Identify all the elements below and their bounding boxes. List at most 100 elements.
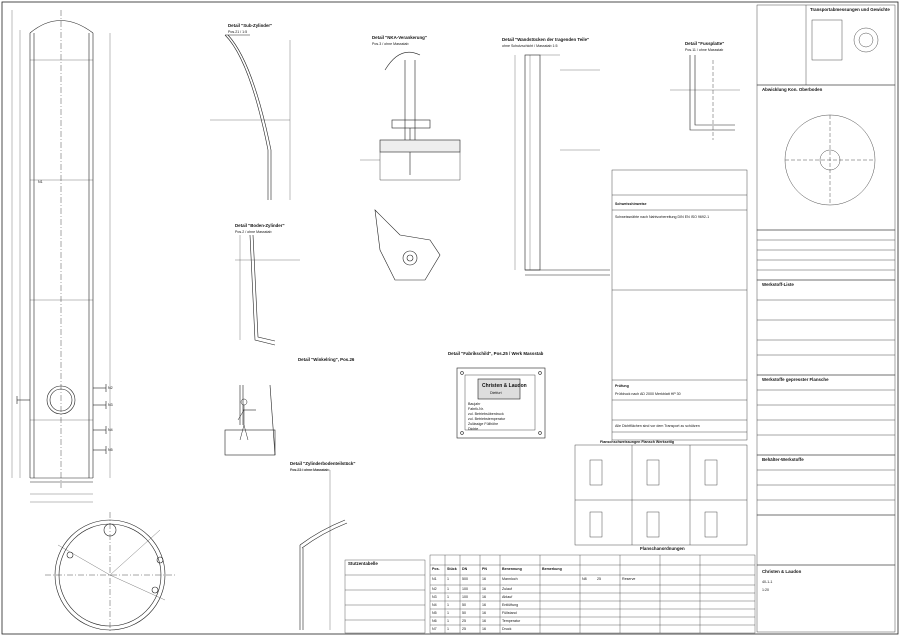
table-row: Druck <box>502 627 512 631</box>
flange-details <box>574 444 748 546</box>
table-row: 100 <box>462 595 468 599</box>
detail-cyl-base-scale: Pos.23 / ohne Massstab <box>290 468 329 472</box>
table-row: 50 <box>462 611 466 615</box>
table-row: N5 <box>432 611 437 615</box>
flange-schweiss-title: Flanschschweissungen Flansch Werkseitig <box>600 440 675 444</box>
table-row: Reserve <box>622 577 636 581</box>
table-row: 16 <box>482 577 486 581</box>
nozzle-col-pn: PN <box>482 567 487 571</box>
detail-bolt-title: Detail "NKA-Verankerung" <box>372 35 427 40</box>
werkstoff-title: Werkstoff-Liste <box>762 282 794 287</box>
detail-wall-scale: ohne Schutzschicht / Massstab 1:5 <box>502 44 558 48</box>
right-title-2: Abwicklung Kon. Oberboden <box>762 87 823 92</box>
nozzle-col-dn: DN <box>462 567 468 571</box>
table-row: N4 <box>432 603 437 607</box>
vessel-label-n1: N1 <box>38 180 43 184</box>
nameplate-title: Detail "Fabrikschild", Pos.25 / Werk Mas… <box>448 351 544 356</box>
table-row: 1 <box>447 611 449 615</box>
table-row: 16 <box>482 619 486 623</box>
nameplate-row-4: zul. Betriebstemperatur <box>468 417 506 421</box>
nameplate-row-1: Baujahr <box>468 402 481 406</box>
detail-insert <box>374 209 441 281</box>
detail-fuss-scale: Pos.11 / ohne Massstab <box>685 48 724 52</box>
vessel-label-n5: N5 <box>108 448 113 452</box>
pruf-title: Prüfung <box>615 384 629 388</box>
table-row: 16 <box>482 587 486 591</box>
detail-winkelring <box>224 384 276 456</box>
table-row: 1 <box>447 595 449 599</box>
person-figure <box>237 398 249 441</box>
table-row: N1 <box>432 577 437 581</box>
nozzle-col-stueck: Stück <box>447 567 457 571</box>
nozzle-table-title: Stutzentabelle <box>348 561 378 566</box>
flansch-title: Werkstoffe gepresster Flansche <box>762 377 829 382</box>
table-row: 100 <box>462 587 468 591</box>
detail-bolt-scale: Pos.3 / ohne Massstab <box>372 42 409 46</box>
table-row: 1 <box>447 603 449 607</box>
flange-nozzles-title: Flanschanordnungen <box>640 546 685 551</box>
table-row: Füllstand <box>502 611 517 615</box>
table-row: N3 <box>432 595 437 599</box>
detail-sub-bottom <box>235 234 300 346</box>
detail-ring-title: Detail "Winkelring", Pos.26 <box>298 357 355 362</box>
table-row: N7 <box>432 627 437 631</box>
nameplate-row-6: Dichte <box>468 427 479 431</box>
nozzle-col-benennung: Benennung <box>502 567 522 571</box>
vessel-main-view <box>11 10 111 503</box>
nameplate-maker: Christen & Laudon <box>482 383 527 389</box>
vessel-label-n3: N3 <box>108 403 113 407</box>
table-row: Zulauf <box>502 587 512 591</box>
weld-text: Schweissnähte nach Nahtvorbereitung DIN … <box>615 215 710 219</box>
detail-wall-title: Detail "Wandstücken der tragenden Teile" <box>502 37 590 42</box>
nozzle-col-bemerkung: Bemerkung <box>542 567 562 571</box>
table-row: 1 <box>447 619 449 623</box>
table-row: 25 <box>462 627 466 631</box>
detail-sub-bottom-scale: Pos.2 / ohne Massstab <box>235 230 272 234</box>
table-row: 1 <box>447 587 449 591</box>
pruf-text: Prüfdruck nach AD 2000 Merkblatt HP 30 <box>615 392 681 396</box>
sheet-note: Alle Dichtflächen sind vor dem Transport… <box>615 424 700 428</box>
vessel-plan-view <box>45 512 175 632</box>
right-tables <box>756 4 896 633</box>
table-row: 25 <box>462 619 466 623</box>
table-row: Temperatur <box>502 619 521 623</box>
detail-sub-top-scale: Pos.21 / 1:5 <box>228 30 248 34</box>
nameplate-drawing <box>456 367 546 439</box>
detail-bolt <box>360 51 461 181</box>
table-row: 25 <box>597 577 601 581</box>
nameplate-row-5: Zulässige Füllhöhe <box>468 422 499 426</box>
titleblock-drawing-no: 40-1-1 <box>762 580 773 584</box>
table-row: 16 <box>482 595 486 599</box>
weld-title: Schweisshinweise <box>615 202 647 206</box>
table-row: 500 <box>462 577 468 581</box>
nozzle-col-pos: Pos. <box>432 567 440 571</box>
vessel-label-n4: N4 <box>108 428 113 432</box>
table-row: 16 <box>482 627 486 631</box>
table-row: 1 <box>447 577 449 581</box>
table-row: Ablauf <box>502 595 513 599</box>
behaelter-title: Behälter-Werkstoffe <box>762 457 804 462</box>
table-row: N6 <box>432 619 437 623</box>
nameplate-place: Dietfurt <box>490 391 502 395</box>
nameplate-row-2: Fabrik-Nr. <box>468 407 484 411</box>
table-row: N8 <box>582 577 587 581</box>
detail-wall <box>514 54 610 276</box>
table-row: Entlüftung <box>502 603 519 607</box>
table-row: Mannloch <box>502 577 518 581</box>
detail-fussplatte <box>670 55 740 140</box>
table-row: 1 <box>447 627 449 631</box>
detail-cyl-base-title: Detail "Zylinderbodenteilstück" <box>290 461 356 466</box>
table-row: N2 <box>432 587 437 591</box>
notes-table <box>611 169 748 441</box>
detail-sub-bottom-title: Detail "Boden-Zylinder" <box>235 223 285 228</box>
titleblock-company: Christen & Laudon <box>762 569 802 574</box>
table-row: 16 <box>482 611 486 615</box>
detail-sub-top-title: Detail "Sub-Zylinder" <box>228 23 273 28</box>
nameplate-row-3: zul. Betriebsüberdruck <box>468 412 504 416</box>
table-row: 16 <box>482 603 486 607</box>
vessel-label-n2: N2 <box>108 386 113 390</box>
detail-cyl-base <box>290 469 348 630</box>
